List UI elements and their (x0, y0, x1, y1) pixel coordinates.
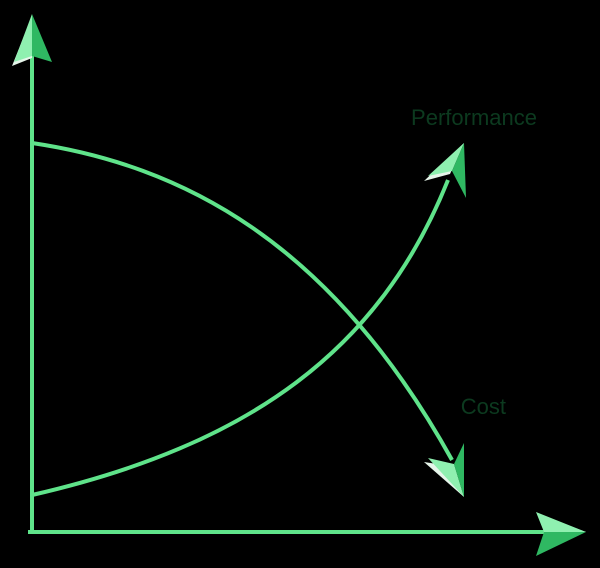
cost-curve (31, 141, 454, 461)
performance-curve (31, 179, 450, 497)
cost-label: Cost (461, 394, 506, 419)
arrow-right-icon (536, 512, 586, 556)
performance-label: Performance (411, 105, 537, 130)
arrow-up-right-icon (424, 143, 466, 198)
arrow-up-icon (12, 14, 52, 66)
arrow-down-icon (424, 443, 464, 497)
